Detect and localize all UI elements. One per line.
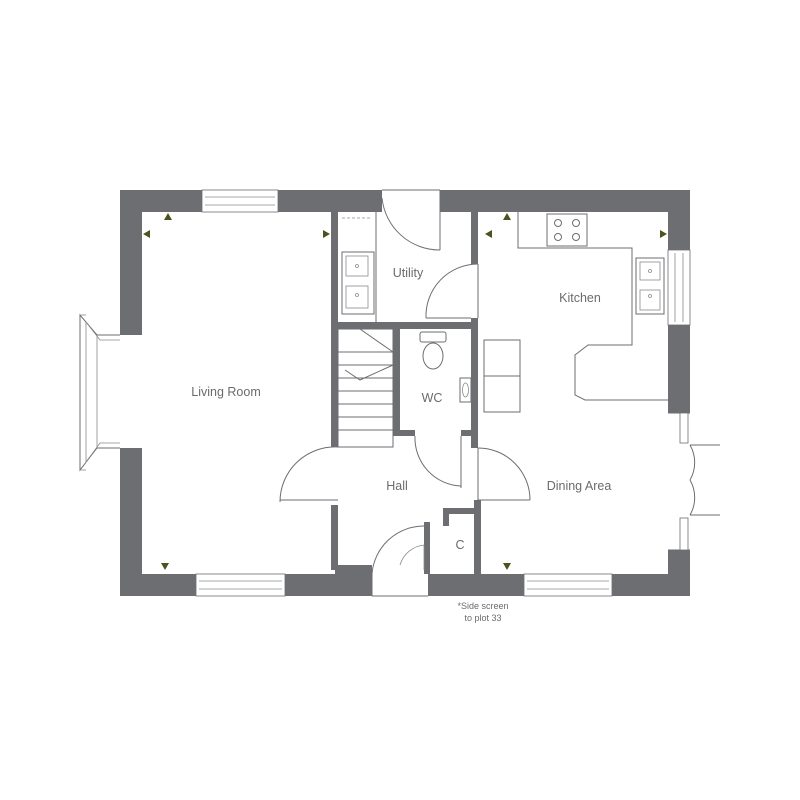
windows: [79, 189, 691, 597]
marker-living-right: [323, 230, 330, 238]
markers: [143, 213, 667, 570]
room-label-kitchen: Kitchen: [559, 291, 601, 305]
room-label-living-room: Living Room: [191, 385, 260, 399]
marker-living-top: [164, 213, 172, 220]
room-label-wc: WC: [422, 391, 443, 405]
room-label-hall: Hall: [386, 479, 408, 493]
room-label-dining-area: Dining Area: [547, 479, 612, 493]
doors: [279, 189, 720, 597]
external-walls: [120, 190, 690, 596]
room-label-utility: Utility: [393, 266, 424, 280]
side-screen-note-line2: to plot 33: [464, 613, 501, 623]
kitchen-fittings: [483, 212, 668, 413]
side-screen-note-line1: *Side screen: [457, 601, 508, 611]
stairs: [337, 328, 394, 448]
marker-living-left: [143, 230, 150, 238]
marker-kitchen-top: [503, 213, 511, 220]
marker-dining-bottom: [503, 563, 511, 570]
marker-kitchen-left: [485, 230, 492, 238]
marker-kitchen-right: [660, 230, 667, 238]
marker-living-bottom: [161, 563, 169, 570]
room-label-cupboard: C: [455, 538, 464, 552]
internal-walls: [331, 212, 481, 574]
utility-fittings: [341, 212, 377, 322]
wc-fittings: [419, 331, 472, 403]
